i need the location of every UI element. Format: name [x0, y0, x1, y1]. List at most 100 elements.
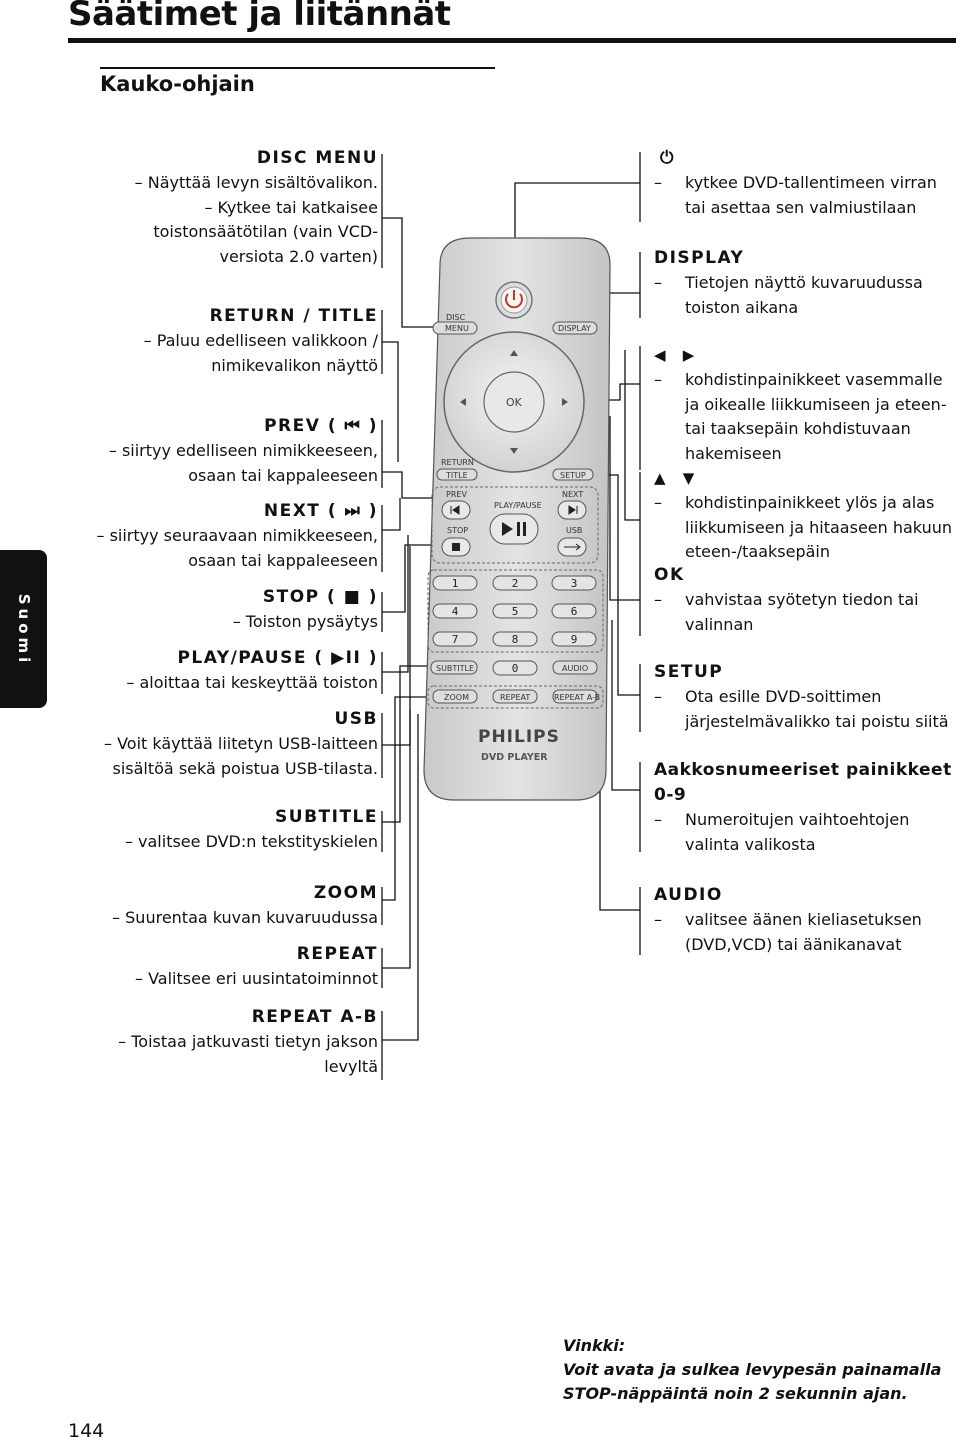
- subtitle-rule: [100, 67, 495, 69]
- desc-setup: SETUP Ota esille DVD-soittimen järjestel…: [654, 660, 960, 734]
- up-arrow-icon[interactable]: [510, 350, 518, 356]
- audio-button[interactable]: [552, 660, 598, 675]
- right-arrow-icon[interactable]: [562, 398, 568, 406]
- digit-8-button[interactable]: [492, 631, 538, 647]
- desc-heading: DISC MENU: [256, 148, 378, 168]
- digit-4-button[interactable]: [432, 603, 478, 619]
- power-button[interactable]: [495, 281, 533, 319]
- desc-heading: PLAY/PAUSE ( ▶II ): [177, 648, 378, 668]
- left-arrow-icon[interactable]: [460, 398, 466, 406]
- digit-9-button[interactable]: [551, 631, 597, 647]
- stop-label: STOP: [447, 526, 468, 535]
- desc-up-down: ▲ ▼ kohdistinpainikkeet ylös ja alas lii…: [654, 466, 960, 565]
- desc-item: Ota esille DVD-soittimen järjestelmävali…: [654, 685, 960, 734]
- digit-2-label: 2: [512, 577, 519, 590]
- tip-label: Vinkki:: [563, 1336, 626, 1355]
- desc-subtitle: SUBTITLE – valitsee DVD:n tekstityskiele…: [0, 805, 378, 855]
- desc-display: DISPLAY Tietojen näyttö kuvaruudussa toi…: [654, 246, 960, 320]
- digit-5-label: 5: [512, 605, 519, 618]
- next-icon: [568, 505, 578, 515]
- desc-item: kytkee DVD-tallentimeen virran tai asett…: [654, 171, 960, 220]
- desc-left-right: ◀ ▶ kohdistinpainikkeet vasemmalle ja oi…: [654, 343, 960, 466]
- play-pause-button[interactable]: [489, 513, 539, 545]
- desc-line: toistonsäätötilan (vain VCD-: [153, 222, 378, 241]
- desc-line: – Voit käyttää liitetyn USB-laitteen: [104, 734, 378, 753]
- subtitle-label: SUBTITLE: [436, 664, 474, 673]
- next-label: NEXT: [562, 490, 583, 499]
- stop-icon: [452, 543, 460, 551]
- setup-button[interactable]: [552, 468, 594, 481]
- desc-heading: SUBTITLE: [275, 807, 378, 827]
- repeat-button[interactable]: [492, 689, 538, 704]
- desc-prev: PREV ( ⏮ ) – siirtyy edelliseen nimikkee…: [0, 414, 378, 488]
- desc-zoom: ZOOM – Suurentaa kuvan kuvaruudussa: [0, 881, 378, 931]
- desc-play-pause: PLAY/PAUSE ( ▶II ) – aloittaa tai keskey…: [0, 646, 378, 696]
- ok-button[interactable]: [483, 371, 545, 433]
- tip-line: STOP-näppäintä noin 2 sekunnin ajan.: [563, 1384, 908, 1403]
- subtitle-button[interactable]: [430, 660, 478, 675]
- transport-group: [431, 486, 599, 564]
- usb-label: USB: [566, 526, 582, 535]
- desc-line: – Valitsee eri uusintatoiminnot: [135, 969, 378, 988]
- desc-line: levyltä: [324, 1056, 378, 1076]
- tip-box: Vinkki: Voit avata ja sulkea levypesän p…: [563, 1334, 941, 1406]
- desc-ok: OK vahvistaa syötetyn tiedon tai valinna…: [654, 563, 960, 637]
- digit-3-button[interactable]: [551, 575, 597, 591]
- desc-line: – aloittaa tai keskeyttää toiston: [126, 673, 378, 692]
- digit-1-button[interactable]: [432, 575, 478, 591]
- digit-7-button[interactable]: [432, 631, 478, 647]
- desc-stop: STOP ( ■ ) – Toiston pysäytys: [0, 585, 378, 635]
- desc-heading: PREV ( ⏮ ): [264, 416, 378, 436]
- ok-label: OK: [506, 396, 523, 409]
- desc-heading: Aakkosnumeeriset painikkeet 0-9: [654, 760, 952, 805]
- zoom-button[interactable]: [432, 689, 478, 704]
- desc-line: – Suurentaa kuvan kuvaruudussa: [112, 908, 378, 927]
- desc-item: vahvistaa syötetyn tiedon tai valinnan: [654, 588, 960, 637]
- left-callouts: [381, 154, 433, 1080]
- disc-menu-button[interactable]: [432, 321, 478, 335]
- repeat-ab-button[interactable]: [552, 689, 598, 704]
- tip-line: Voit avata ja sulkea levypesän painamall…: [563, 1360, 942, 1379]
- desc-line: – siirtyy seuraavaan nimikkeeseen,: [96, 526, 378, 545]
- digit-6-button[interactable]: [551, 603, 597, 619]
- up-down-arrow-icon: ▲ ▼: [654, 469, 701, 487]
- desc-heading: RETURN / TITLE: [209, 306, 378, 326]
- digit-2-button[interactable]: [492, 575, 538, 591]
- desc-heading: USB: [334, 709, 378, 729]
- digit-4-label: 4: [452, 605, 459, 618]
- title-button[interactable]: [436, 468, 478, 481]
- desc-line: osaan tai kappaleeseen: [188, 465, 378, 485]
- desc-repeat: REPEAT – Valitsee eri uusintatoiminnot: [0, 942, 378, 992]
- display-button[interactable]: [552, 321, 598, 335]
- desc-line: – Kytkee tai katkaisee: [204, 197, 378, 217]
- play-pause-label: PLAY/PAUSE: [494, 501, 542, 510]
- repeat-group: [427, 685, 604, 709]
- language-tab: Suomi: [0, 550, 47, 708]
- return-label: RETURN: [441, 458, 474, 467]
- digit-5-button[interactable]: [492, 603, 538, 619]
- digit-7-label: 7: [452, 633, 459, 646]
- down-arrow-icon[interactable]: [510, 448, 518, 454]
- page-title: Säätimet ja liitännät: [68, 0, 451, 34]
- desc-line: sisältöä sekä poistua USB-tilasta.: [112, 758, 379, 778]
- digit-6-label: 6: [571, 605, 578, 618]
- desc-item: Numeroitujen vaihtoehtojen valinta valik…: [654, 808, 960, 857]
- desc-next: NEXT ( ⏭ ) – siirtyy seuraavaan nimikkee…: [0, 499, 378, 573]
- desc-line: – Toiston pysäytys: [232, 612, 378, 631]
- digit-0-label: 0: [512, 662, 519, 675]
- digit-9-label: 9: [571, 633, 578, 646]
- desc-heading: DISPLAY: [654, 248, 745, 268]
- brand-logo: PHILIPS: [478, 727, 560, 747]
- desc-disc-menu: DISC MENU – Näyttää levyn sisältövalikon…: [0, 146, 378, 269]
- digit-8-label: 8: [512, 633, 519, 646]
- page-number: 144: [68, 1420, 105, 1442]
- desc-heading: REPEAT A-B: [251, 1007, 378, 1027]
- desc-heading: STOP ( ■ ): [262, 587, 378, 607]
- display-label: DISPLAY: [558, 324, 591, 333]
- repeat-ab-label: REPEAT A-B: [554, 693, 600, 702]
- desc-item: valitsee äänen kieliasetuksen (DVD,VCD) …: [654, 908, 960, 957]
- desc-line: – valitsee DVD:n tekstityskielen: [124, 832, 378, 851]
- digit-0-button[interactable]: [492, 660, 538, 676]
- desc-line: – siirtyy edelliseen nimikkeeseen,: [108, 441, 378, 460]
